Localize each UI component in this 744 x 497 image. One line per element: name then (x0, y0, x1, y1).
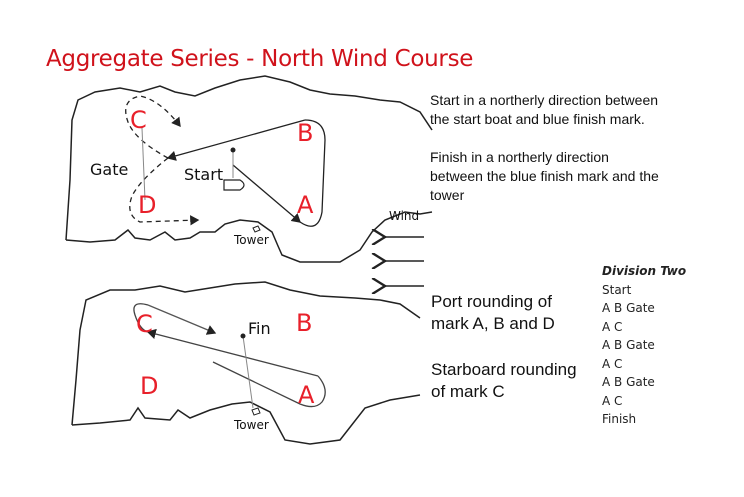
c-rounding (133, 303, 149, 333)
finish-line (242, 335, 254, 409)
start-mark (230, 147, 236, 153)
start-label: Start (184, 165, 223, 184)
tower-icon (251, 407, 261, 416)
port-rounding-note: Port rounding of mark A, B and D (431, 291, 555, 335)
fin-label: Fin (248, 319, 271, 338)
bottom-mark-d: D (140, 372, 158, 400)
sequence-step: A B Gate (602, 338, 655, 352)
course-title: Aggregate Series - North Wind Course (46, 46, 474, 72)
sequence-step: A C (602, 356, 623, 371)
wind-label: Wind (389, 209, 419, 223)
top-mark-c: C (130, 106, 147, 134)
sequence-step: A B Gate (602, 301, 655, 315)
bottom-mark-a: A (298, 381, 315, 409)
note-line: the start boat and blue finish mark. (430, 111, 645, 127)
top-shoreline (65, 75, 433, 241)
start-boat-icon (223, 179, 245, 191)
tower-label-top: Tower (233, 233, 269, 247)
gate-loop-d (129, 157, 200, 226)
bottom-mark-b: B (296, 309, 312, 337)
leg-a-to-b (299, 119, 326, 227)
start-instructions: Start in a northerly direction between t… (430, 91, 658, 129)
sequence-step: Finish (602, 412, 637, 426)
leg-b-to-gate (166, 119, 306, 161)
gate-loop-c (125, 95, 181, 159)
finish-mark (240, 333, 246, 339)
tower-label-bottom: Tower (233, 418, 269, 432)
sequence-step: A C (602, 319, 623, 334)
division-heading: Division Two (602, 264, 687, 278)
starboard-rounding-note: Starboard rounding of mark C (431, 359, 577, 403)
top-mark-a: A (297, 191, 314, 219)
note-line: of mark C (431, 382, 505, 401)
leg-c-to-center (147, 304, 217, 335)
top-mark-b: B (297, 119, 313, 147)
note-line: Finish in a northerly direction (430, 149, 609, 165)
bottom-shoreline-south (71, 394, 421, 445)
tower-icon (252, 225, 261, 233)
sequence-step: Start (602, 282, 632, 297)
note-line: Start in a northerly direction between (430, 92, 659, 108)
gate-label: Gate (90, 160, 128, 179)
leg-a-to-c (146, 328, 319, 377)
bottom-mark-c: C (136, 310, 153, 338)
finish-instructions: Finish in a northerly direction between … (430, 148, 659, 205)
division-two-sequence: Division Two Start A B Gate A C A B Gate… (602, 262, 686, 429)
leg-start-to-a (232, 164, 301, 223)
bottom-shoreline (71, 281, 421, 426)
note-line: tower (430, 187, 465, 203)
a-rounding (212, 361, 326, 408)
note-line: Port rounding of (431, 292, 552, 311)
note-line: between the blue finish mark and the (430, 168, 659, 184)
sequence-step: A C (602, 393, 623, 408)
note-line: mark A, B and D (431, 314, 555, 333)
sequence-step: A B Gate (602, 375, 655, 389)
top-mark-d: D (138, 191, 156, 219)
gate-line (141, 127, 146, 201)
note-line: Starboard rounding (431, 360, 577, 379)
